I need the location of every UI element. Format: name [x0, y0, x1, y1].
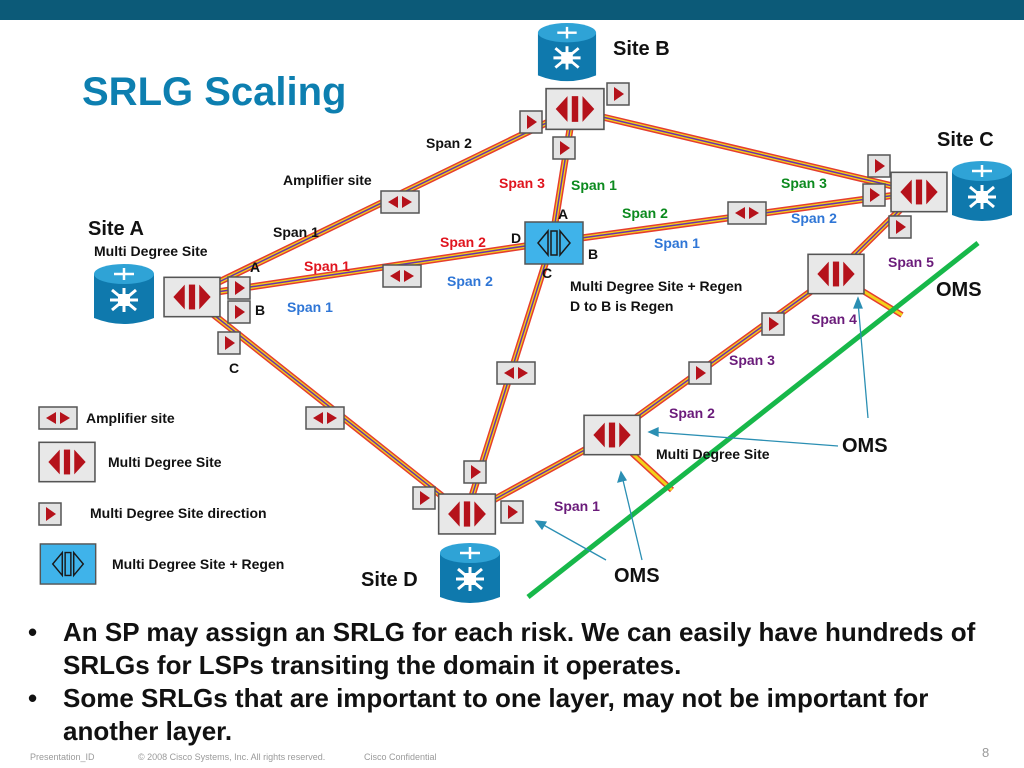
amp-a-d-icon — [305, 406, 345, 430]
dir-a-b-icon — [227, 300, 251, 324]
regen-port-b: B — [588, 246, 598, 262]
dir-b-east-icon — [606, 82, 630, 106]
span-label-purple-1: Span 1 — [554, 498, 600, 514]
dir-b-south-icon — [552, 136, 576, 160]
span-label-blue-1: Span 1 — [287, 299, 333, 315]
site-d-router-icon — [438, 542, 502, 605]
amp-span4-icon — [761, 312, 785, 336]
site-c-router-icon — [950, 160, 1014, 223]
bullet-list: An SP may assign an SRLG for each risk. … — [28, 616, 1008, 748]
link-a-d — [187, 293, 469, 518]
span-label-green-2: Span 2 — [622, 205, 668, 221]
page-number: 8 — [982, 745, 990, 760]
dir-b-west-icon — [519, 110, 543, 134]
srlg-diagram: Site B Site C Site A Multi Degree Site S… — [38, 22, 1014, 605]
oms-boundary-line — [526, 241, 980, 599]
span-label-red-3: Span 3 — [499, 175, 545, 191]
amp-a-b-icon — [380, 190, 420, 214]
link-d-c — [464, 189, 921, 519]
amp-regen-c-icon — [727, 201, 767, 225]
span-label-green-1: Span 1 — [571, 177, 617, 193]
legend: Amplifier site Multi Degree Site Multi D… — [38, 406, 284, 585]
site-a-label: Site A — [88, 218, 144, 240]
span-label-blue-c-1: Span 1 — [654, 235, 700, 251]
top-banner — [0, 0, 1024, 20]
site-a-port-a: A — [250, 259, 260, 275]
span-label-blue-2: Span 2 — [447, 273, 493, 289]
legend-direction-label: Multi Degree Site direction — [90, 505, 267, 521]
legend-mds-label: Multi Degree Site — [108, 454, 222, 470]
site-d-label: Site D — [361, 569, 418, 591]
site-a-router-icon — [92, 262, 156, 326]
oms-label-bottom: OMS — [614, 565, 660, 587]
footer-copyright: © 2008 Cisco Systems, Inc. All rights re… — [138, 752, 326, 762]
span-label-purple-2: Span 2 — [669, 405, 715, 421]
legend-regen-icon — [39, 543, 97, 585]
amp-regen-d-icon — [496, 361, 536, 385]
dir-c-west-icon — [862, 183, 886, 207]
bullet-2: Some SRLGs that are important to one lay… — [28, 682, 1008, 748]
legend-direction-icon — [38, 502, 62, 526]
dir-d-east-icon — [500, 500, 524, 524]
span-label-blue-c-2: Span 2 — [791, 210, 837, 226]
footer-confidential: Cisco Confidential — [364, 752, 437, 762]
legend-regen-label: Multi Degree Site + Regen — [112, 556, 284, 572]
regen-port-c: C — [542, 265, 552, 281]
amp-a-regen-icon — [382, 264, 422, 288]
regen-port-d: D — [511, 230, 521, 246]
right-mds-lower-icon — [583, 414, 641, 456]
right-mds-label: Multi Degree Site — [656, 446, 770, 462]
span-label-a-b-1: Span 1 — [273, 224, 319, 240]
legend-amp-label: Amplifier site — [86, 410, 175, 426]
dir-c-south-icon — [888, 215, 912, 239]
dir-a-c-icon — [217, 331, 241, 355]
link-b-regen — [548, 109, 577, 243]
oms-label-middle: OMS — [842, 435, 888, 457]
site-b-label: Site B — [613, 38, 670, 60]
site-c-label: Site C — [937, 129, 994, 151]
dir-d-north-icon — [463, 460, 487, 484]
site-d-mds-icon — [437, 493, 497, 535]
page-title: SRLG Scaling — [82, 70, 347, 114]
span-label-purple-3: Span 3 — [729, 352, 775, 368]
span-label-green-3: Span 3 — [781, 175, 827, 191]
link-b-c — [572, 106, 919, 196]
span-label-purple-4: Span 4 — [811, 311, 857, 327]
span-label-a-b-2: Span 2 — [426, 135, 472, 151]
regen-description-line1: Multi Degree Site + Regen — [570, 278, 742, 294]
amp-span3-icon — [688, 361, 712, 385]
amplifier-site-label: Amplifier site — [283, 172, 372, 188]
oms-label-top: OMS — [936, 279, 982, 301]
dir-a-a-icon — [227, 276, 251, 300]
site-a-subtitle: Multi Degree Site — [94, 243, 208, 259]
dir-d-west-icon — [412, 486, 436, 510]
site-a-mds-icon — [163, 276, 221, 318]
footer-presentation-id: Presentation_ID — [30, 752, 95, 762]
oms-arrows — [534, 296, 869, 561]
span-label-red-1: Span 1 — [304, 258, 350, 274]
legend-amp-icon — [38, 406, 78, 430]
site-b-router-icon — [536, 22, 598, 83]
regen-port-a: A — [558, 206, 568, 222]
dir-c-north-icon — [867, 154, 891, 178]
right-mds-upper-icon — [807, 253, 865, 295]
site-c-mds-icon — [890, 171, 948, 213]
bullet-1: An SP may assign an SRLG for each risk. … — [28, 616, 1008, 682]
site-a-port-b: B — [255, 302, 265, 318]
span-label-purple-5: Span 5 — [888, 254, 934, 270]
regen-site-icon — [524, 221, 584, 265]
span-label-red-2: Span 2 — [440, 234, 486, 250]
legend-mds-icon — [38, 441, 96, 483]
regen-description-line2: D to B is Regen — [570, 298, 673, 314]
site-b-mds-icon — [545, 87, 605, 131]
site-a-port-c: C — [229, 360, 239, 376]
